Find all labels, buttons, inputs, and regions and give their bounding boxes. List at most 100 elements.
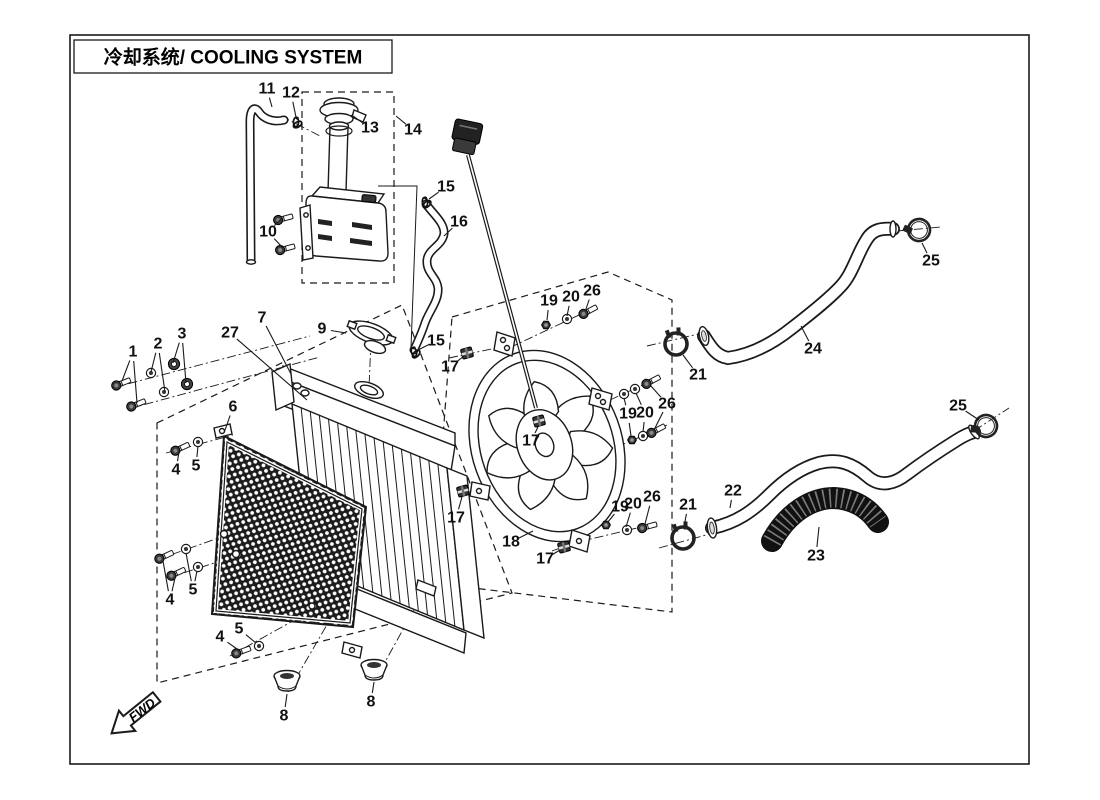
fastener-wireclip [410,346,421,359]
diagram-border [69,34,1030,765]
callout-14: 14 [395,115,422,139]
cooling-fan [451,118,626,553]
callout-23: 23 [807,526,825,565]
callout-5: 5 [192,445,201,475]
callout-2: 2 [150,336,166,393]
callout-13: 13 [352,115,379,137]
fastener-bolt [166,567,187,581]
svg-text:5: 5 [235,621,244,638]
callout-1: 1 [121,344,138,404]
callout-8: 8 [367,681,376,711]
callout-17: 17 [441,355,465,376]
callout-20: 20 [624,496,642,528]
fastener-bushing [180,377,194,391]
fastener-washer [192,561,204,573]
callout-9: 9 [318,321,347,338]
fastener-bolt [154,550,175,564]
svg-text:24: 24 [804,341,822,358]
upper-radiator-hose [697,220,900,366]
fastener-grommet [273,669,301,692]
callout-17: 17 [536,549,561,568]
svg-text:27: 27 [221,325,239,342]
fastener-clip [456,484,470,498]
fastener-washer [621,524,633,536]
callout-12: 12 [282,85,300,118]
svg-text:4: 4 [166,592,175,609]
fastener-bolt [637,521,658,534]
svg-text:25: 25 [949,398,967,415]
fastener-bolt [578,304,598,319]
svg-text:23: 23 [807,548,825,565]
callout-5: 5 [185,552,198,599]
fastener-screwclamp [902,217,932,243]
fastener-washer [192,436,204,448]
callout-5: 5 [235,621,257,644]
callout-15: 15 [428,179,455,200]
svg-text:8: 8 [367,694,376,711]
callout-21: 21 [682,354,707,384]
fastener-washer [145,367,157,379]
fastener-clip [532,414,546,428]
callout-22: 22 [724,483,742,509]
callout-26: 26 [643,489,661,525]
fastener-bolt [126,398,147,412]
svg-text:22: 22 [724,483,742,500]
svg-text:10: 10 [259,224,277,241]
fastener-bolt [111,377,132,391]
callout-4: 4 [172,451,181,479]
callout-24: 24 [800,325,822,358]
svg-text:4: 4 [216,629,225,646]
svg-text:26: 26 [643,489,661,506]
fastener-clip [557,540,571,554]
svg-text:26: 26 [583,283,601,300]
svg-text:20: 20 [562,289,580,306]
callout-16: 16 [443,214,468,237]
svg-text:17: 17 [522,433,540,450]
svg-text:21: 21 [689,367,707,384]
svg-text:13: 13 [361,120,379,137]
svg-text:5: 5 [192,458,201,475]
callout-25: 25 [921,242,940,270]
callout-27: 27 [221,325,308,401]
svg-text:26: 26 [658,396,676,413]
fastener-grommet [360,658,388,681]
fastener-washer [253,640,265,652]
svg-text:19: 19 [540,293,558,310]
svg-text:3: 3 [178,326,187,343]
callout-6: 6 [223,399,238,434]
tank-cap [319,97,367,126]
svg-text:20: 20 [624,496,642,513]
svg-text:6: 6 [229,399,238,416]
callout-4: 4 [216,629,238,650]
fastener-nut [627,435,637,445]
svg-text:17: 17 [447,510,465,527]
fastener-wireclip [421,196,432,209]
fastener-springclamp [663,327,689,357]
page-title: 冷却系统/ COOLING SYSTEM [104,46,363,69]
callout-3: 3 [172,326,187,384]
fastener-bolt [231,645,252,659]
corrugated-hose-guard [761,486,889,552]
svg-text:2: 2 [154,336,163,353]
svg-text:21: 21 [679,497,697,514]
svg-text:20: 20 [636,405,654,422]
svg-text:8: 8 [280,708,289,725]
callout-21: 21 [679,497,697,528]
svg-text:16: 16 [450,214,468,231]
svg-text:18: 18 [502,534,520,551]
svg-text:15: 15 [437,179,455,196]
callout-20: 20 [635,392,654,433]
callout-10: 10 [259,218,284,249]
callout-26: 26 [650,385,676,429]
fastener-bolt [646,423,666,438]
callout-15: 15 [417,333,445,351]
expansion-tank [299,97,389,262]
svg-text:17: 17 [536,551,554,568]
svg-text:11: 11 [259,81,276,98]
svg-text:14: 14 [404,122,422,139]
svg-text:19: 19 [611,499,629,516]
callout-11: 11 [259,81,276,108]
fastener-washer [180,543,192,555]
